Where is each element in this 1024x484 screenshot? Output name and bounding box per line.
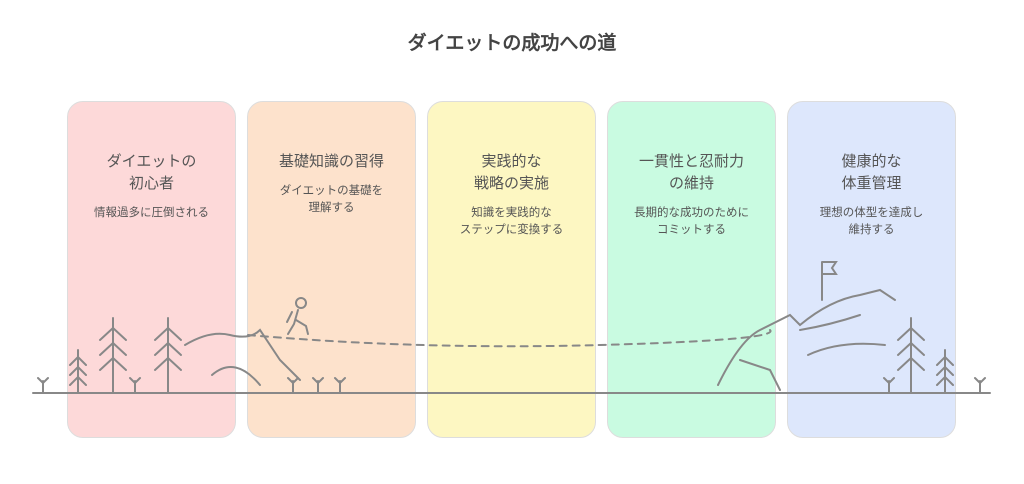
stage-heading: ダイエットの初心者 bbox=[106, 152, 197, 192]
stage-description: 知識を実践的なステップに変換する bbox=[459, 205, 564, 236]
mountain-right bbox=[717, 288, 896, 386]
stage-description: 情報過多に圧倒される bbox=[94, 205, 209, 219]
mountain-ridge bbox=[807, 342, 886, 356]
stage-heading: 健康的な体重管理 bbox=[841, 152, 902, 192]
path-dashed bbox=[247, 329, 772, 348]
stage-description: 理想の体型を達成し維持する bbox=[819, 205, 924, 236]
flag-icon bbox=[821, 261, 838, 301]
stage-card: 実践的な戦略の実施知識を実践的なステップに変換する bbox=[427, 101, 596, 438]
stage-heading: 基礎知識の習得 bbox=[278, 152, 384, 170]
stage-description: 長期的な成功のためにコミットする bbox=[634, 205, 749, 236]
mountain-ridge-2 bbox=[799, 314, 861, 331]
stage-card: ダイエットの初心者情報過多に圧倒される bbox=[67, 101, 236, 438]
diagram-title: ダイエットの成功への道 bbox=[407, 32, 617, 54]
stage-card: 健康的な体重管理理想の体型を達成し維持する bbox=[787, 101, 956, 438]
tree-icons bbox=[69, 317, 954, 394]
hill-left-2 bbox=[211, 366, 261, 386]
hiker-icon bbox=[286, 297, 309, 335]
hill-left bbox=[184, 328, 301, 381]
stage-card: 一貫性と忍耐力の維持長期的な成功のためにコミットする bbox=[607, 101, 776, 438]
mountain-right-2 bbox=[739, 359, 781, 391]
stage-heading: 一貫性と忍耐力の維持 bbox=[638, 152, 744, 192]
stage-description: ダイエットの基礎を理解する bbox=[279, 183, 384, 214]
stage-heading: 実践的な戦略の実施 bbox=[473, 152, 549, 192]
grass-icons bbox=[37, 377, 986, 394]
stage-card: 基礎知識の習得ダイエットの基礎を理解する bbox=[247, 101, 416, 438]
